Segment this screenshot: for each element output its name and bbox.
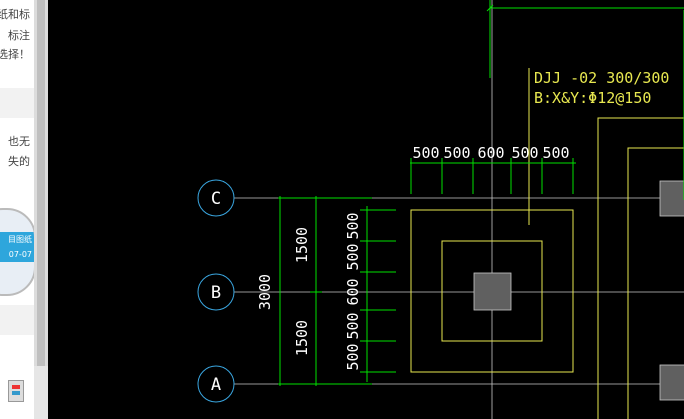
top-partial-dimension	[486, 0, 684, 200]
scrollbar-track-end	[34, 366, 48, 419]
axis-markers	[197, 179, 235, 403]
panel-divider-band	[0, 88, 34, 118]
top-dim-labels: 500 500 600 500 500	[412, 144, 569, 162]
left-dim-1: 500	[344, 212, 362, 239]
panel-text-2: 标注	[8, 29, 30, 42]
panel-text-5: 失的	[8, 155, 30, 168]
thumbnail-banner: 目图纸 07-07	[0, 232, 34, 262]
footing-label-name: DJJ -02 300/300	[534, 69, 669, 87]
left-dim-3: 600	[344, 278, 362, 305]
span-dim-lower: 1500	[293, 320, 311, 356]
axis-label-c: C	[211, 189, 221, 209]
app-icon[interactable]	[8, 380, 24, 402]
footing-step-inner	[441, 240, 543, 342]
footing-outlines	[410, 117, 684, 419]
left-dim-labels: 500 500 600 500 500	[344, 212, 362, 370]
vertical-scrollbar[interactable]	[34, 0, 48, 419]
thumbnail-date: 07-07	[8, 250, 32, 259]
footing-label-rebar: B:X&Y:Φ12@150	[534, 89, 651, 107]
app-icon-red	[12, 385, 20, 389]
top-dim-3: 600	[477, 144, 504, 162]
panel-divider-band-2	[0, 305, 34, 335]
column-main	[473, 272, 512, 311]
axis-circle-b	[197, 273, 235, 311]
left-dimension-chain	[360, 206, 396, 382]
scrollbar-thumb[interactable]	[37, 0, 45, 366]
top-dim-2: 500	[443, 144, 470, 162]
panel-text-4: 也无	[8, 135, 30, 148]
top-dim-1: 500	[412, 144, 439, 162]
axis-label-a: A	[211, 375, 221, 395]
left-dim-4: 500	[344, 312, 362, 339]
app-icon-blue	[12, 391, 20, 395]
span-dim-labels: 1500 1500	[293, 227, 311, 356]
top-dim-4: 500	[511, 144, 538, 162]
thumbnail-title: 目图纸	[8, 235, 32, 244]
top-dimension-chain	[410, 158, 576, 194]
axis-circle-c	[197, 179, 235, 217]
top-dim-5: 500	[542, 144, 569, 162]
top-dim-tick	[486, 4, 494, 12]
span-dim-upper: 1500	[293, 227, 311, 263]
span-dimension	[278, 196, 372, 386]
right-footing-inner	[627, 147, 684, 419]
column-right-bottom	[659, 364, 684, 401]
column-right-top	[659, 180, 684, 217]
thumbnail-card[interactable]: 目图纸 07-07	[0, 208, 34, 296]
axis-circle-a	[197, 365, 235, 403]
panel-text-1: 纸和标	[0, 8, 30, 21]
axis-label-b: B	[211, 283, 221, 303]
columns	[473, 180, 684, 401]
cad-canvas[interactable]: C B A DJJ -02 300/300 B:X&Y:Φ12@150	[48, 0, 684, 419]
right-footing-outer	[597, 117, 684, 419]
total-dim-label: 3000	[256, 274, 274, 310]
axis-labels: C B A	[211, 189, 221, 395]
panel-text-3: 选择！	[0, 48, 30, 61]
footing-step-outer	[410, 209, 574, 373]
left-dim-2: 500	[344, 243, 362, 270]
side-panel: 纸和标 标注 选择！ 也无 失的 目图纸 07-07	[0, 0, 34, 419]
left-dim-5: 500	[344, 343, 362, 370]
